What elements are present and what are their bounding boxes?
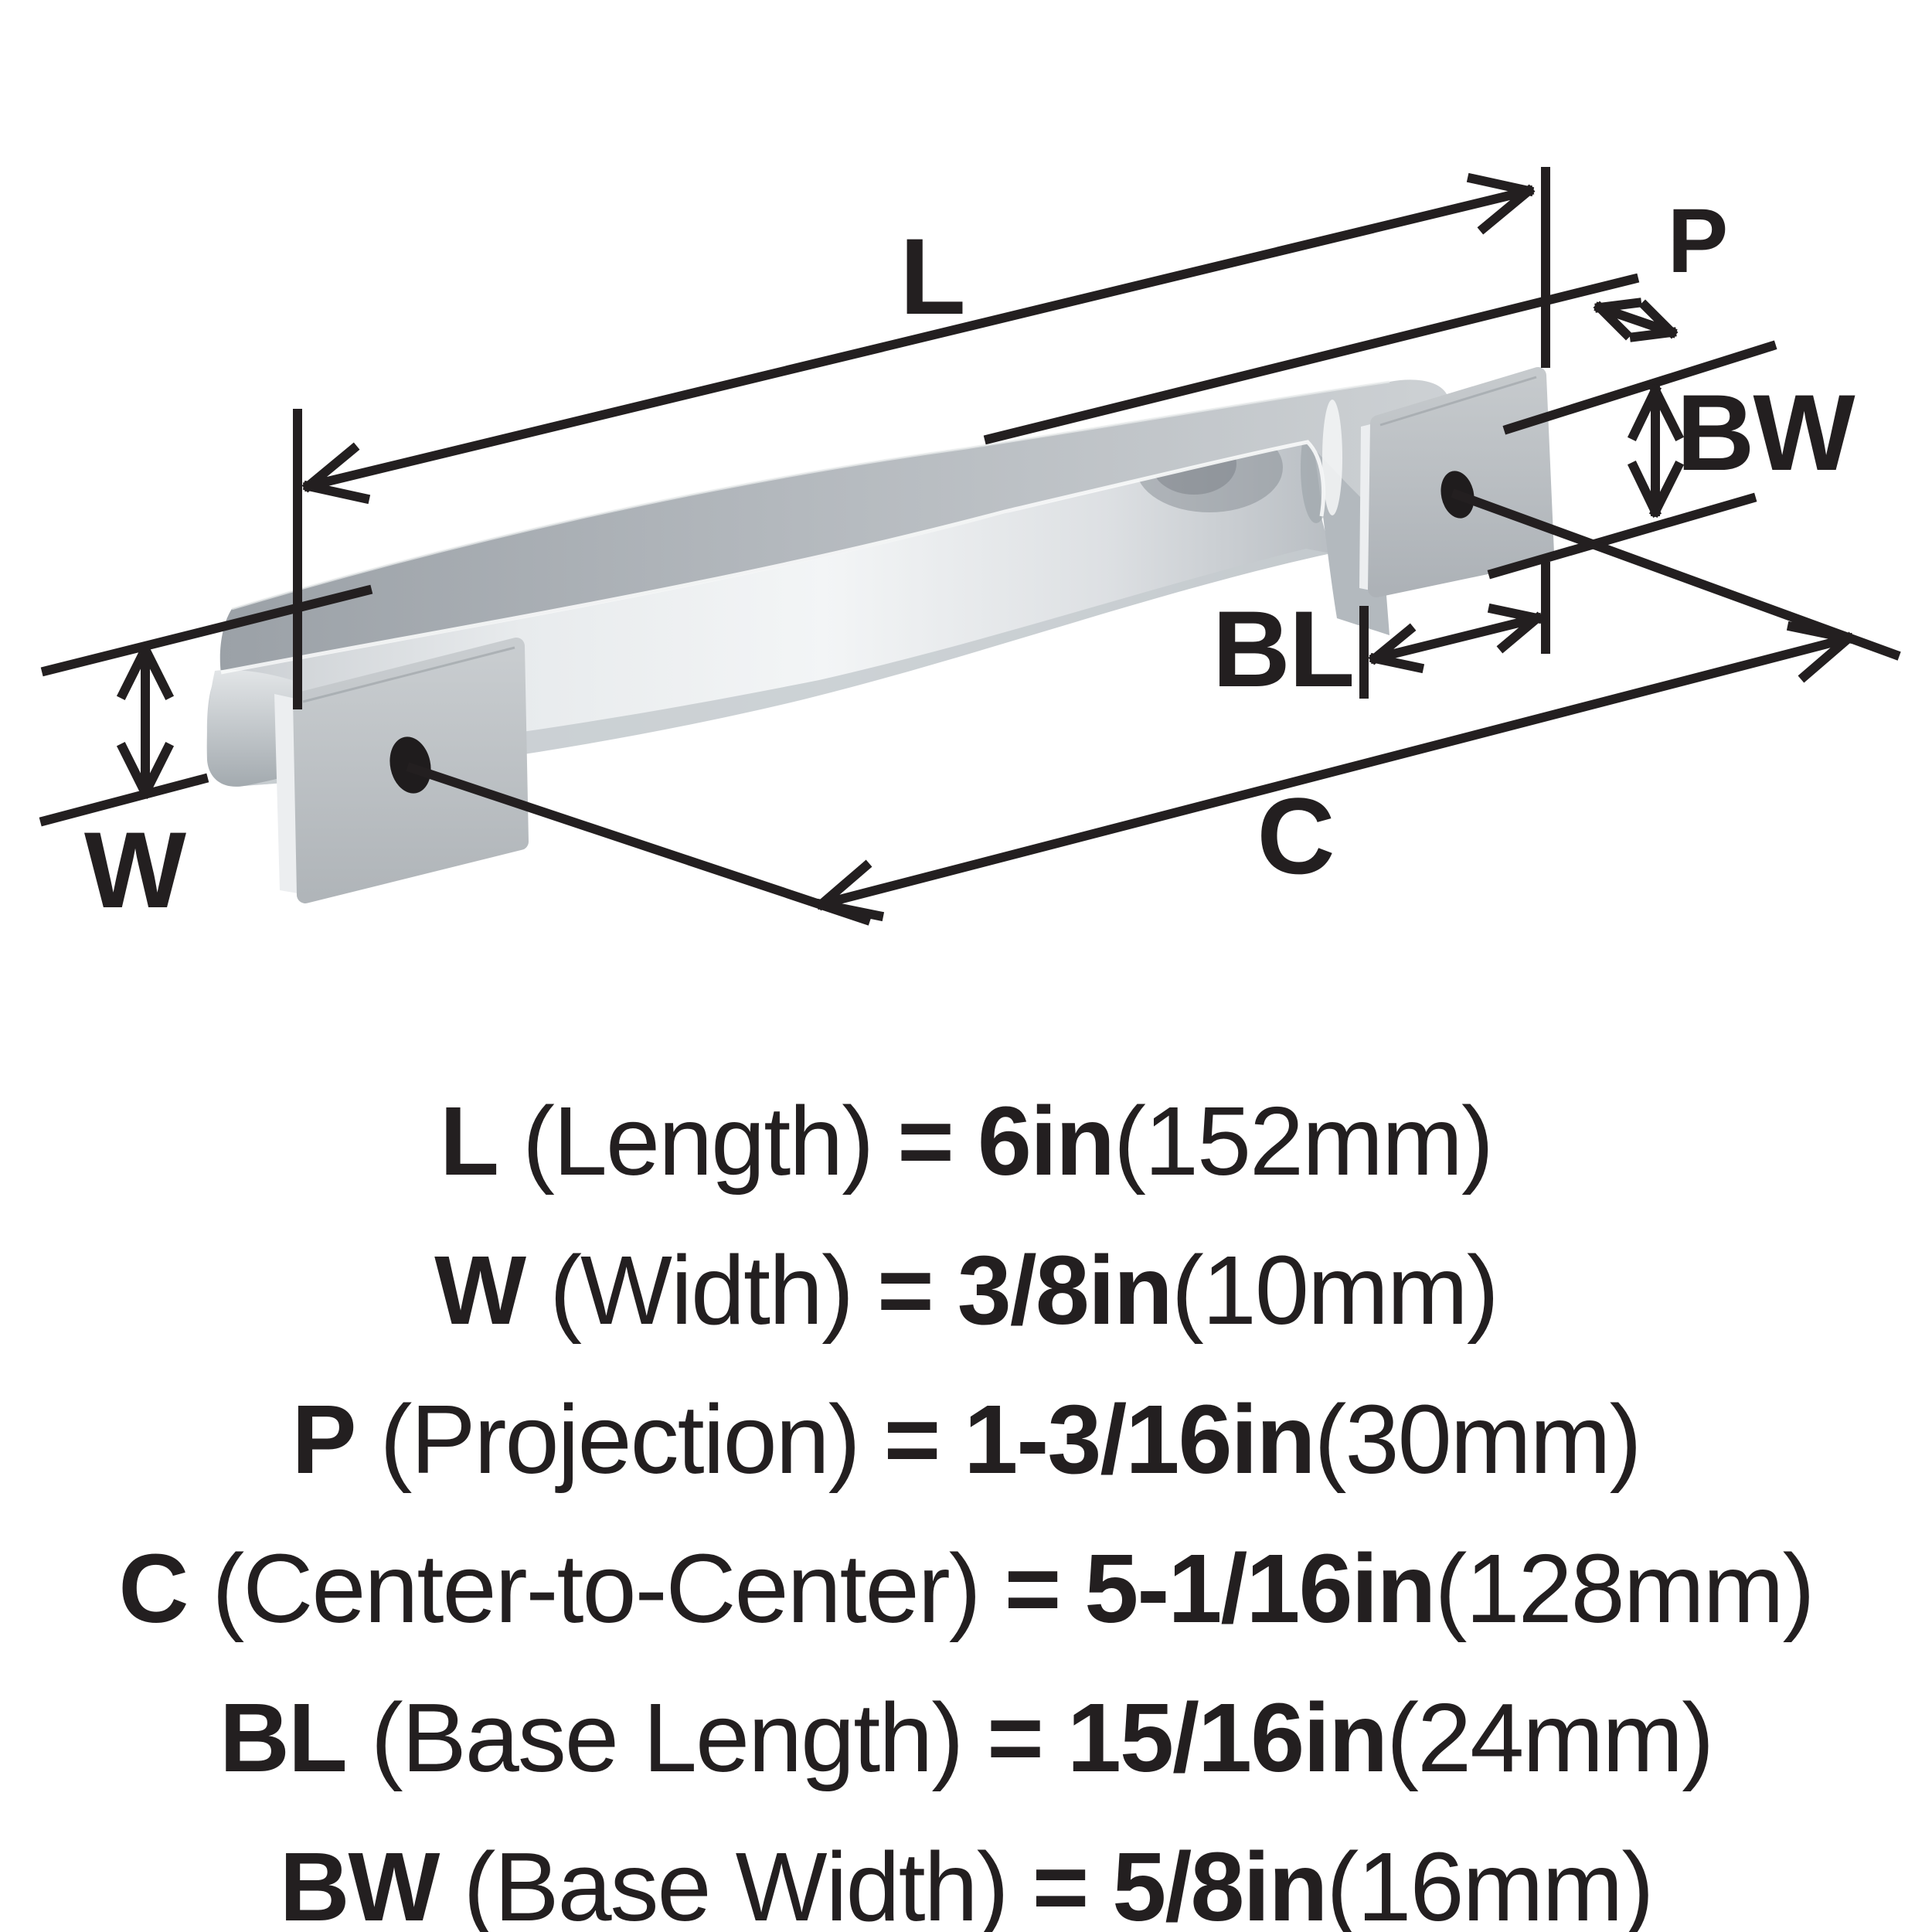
legend-metric: (24mm) bbox=[1386, 1683, 1714, 1792]
legend-row-center-to-center: C (Center-to-Center) = 5-1/16in (128mm) bbox=[0, 1514, 1932, 1663]
left-base-top-seam bbox=[302, 646, 515, 703]
bar-edge-highlight bbox=[220, 440, 1326, 675]
legend-row-length: L (Length) = 6in (152mm) bbox=[0, 1066, 1932, 1216]
legend-value: 15/16in bbox=[1066, 1683, 1388, 1792]
legend-equals: = bbox=[897, 1087, 954, 1196]
bar-back-edge-highlight bbox=[231, 380, 1390, 611]
dim-base-width-lines bbox=[1487, 383, 1757, 580]
legend-symbol: C bbox=[118, 1534, 189, 1643]
legend-metric: (10mm) bbox=[1171, 1236, 1499, 1345]
dim-projection-lines bbox=[983, 273, 1777, 445]
legend-metric: (30mm) bbox=[1314, 1385, 1642, 1494]
bar-top-face bbox=[219, 379, 1451, 674]
legend-metric: (16mm) bbox=[1326, 1832, 1654, 1932]
label-projection: P bbox=[1668, 190, 1727, 292]
legend-name: (Base Width) bbox=[463, 1832, 1009, 1932]
dim-length-line bbox=[293, 172, 1536, 709]
legend-value: 6in bbox=[977, 1087, 1115, 1196]
label-center-to-center: C bbox=[1257, 775, 1333, 896]
legend-equals: = bbox=[987, 1683, 1044, 1792]
dim-base-length-lines bbox=[1359, 603, 1544, 699]
legend-symbol: BW bbox=[279, 1832, 440, 1932]
legend-equals: = bbox=[1032, 1832, 1090, 1932]
legend-row-projection: P (Projection) = 1-3/16in (30mm) bbox=[0, 1365, 1932, 1514]
legend-value: 1-3/16in bbox=[964, 1385, 1315, 1494]
legend-equals: = bbox=[883, 1385, 941, 1494]
legend-value: 3/8in bbox=[957, 1236, 1173, 1345]
label-width: W bbox=[84, 809, 186, 930]
legend-name: (Projection) bbox=[379, 1385, 860, 1494]
legend-name: (Width) bbox=[549, 1236, 854, 1345]
legend-name: (Center-to-Center) bbox=[212, 1534, 981, 1643]
dim-width-lines bbox=[39, 584, 373, 827]
legend-metric: (152mm) bbox=[1113, 1087, 1494, 1196]
legend-symbol: W bbox=[434, 1236, 526, 1345]
legend-symbol: BL bbox=[219, 1683, 348, 1792]
legend-metric: (128mm) bbox=[1434, 1534, 1815, 1643]
legend-name: (Length) bbox=[522, 1087, 874, 1196]
legend-equals: = bbox=[877, 1236, 934, 1345]
dimension-legend: L (Length) = 6in (152mm) W (Width) = 3/8… bbox=[0, 1066, 1932, 1932]
label-base-length: BL bbox=[1213, 588, 1354, 709]
bar-left-end-cap bbox=[206, 669, 297, 787]
legend-row-width: W (Width) = 3/8in (10mm) bbox=[0, 1216, 1932, 1365]
legend-row-base-length: BL (Base Length) = 15/16in (24mm) bbox=[0, 1663, 1932, 1812]
label-length: L bbox=[900, 216, 964, 337]
right-base bbox=[1359, 367, 1554, 597]
legend-name: (Base Length) bbox=[370, 1683, 964, 1792]
legend-row-base-width: BW (Base Width) = 5/8in (16mm) bbox=[0, 1812, 1932, 1932]
legend-value: 5-1/16in bbox=[1084, 1534, 1436, 1643]
knuckle-highlight bbox=[1322, 400, 1342, 515]
legend-symbol: L bbox=[440, 1087, 499, 1196]
legend-equals: = bbox=[1004, 1534, 1062, 1643]
right-base-top-seam bbox=[1379, 376, 1537, 427]
label-base-width: BW bbox=[1676, 372, 1855, 493]
legend-symbol: P bbox=[291, 1385, 356, 1494]
legend-value: 5/8in bbox=[1112, 1832, 1328, 1932]
dim-center-lines bbox=[406, 488, 1901, 926]
